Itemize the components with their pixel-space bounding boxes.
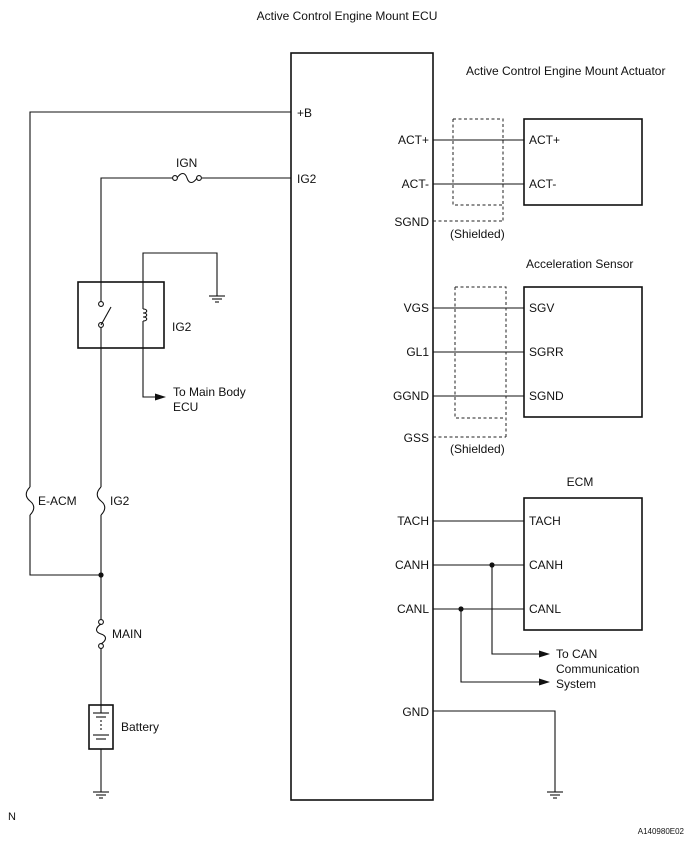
wire-plus-b [29, 111, 291, 487]
wire-can-branch-h [491, 565, 540, 655]
ecm-pin-canl: CANL [529, 602, 561, 616]
wire-e-acm-down [29, 515, 101, 576]
ecm-pin-tach: TACH [529, 514, 561, 528]
shield-actuator [452, 118, 504, 221]
figure-code: A140980E02 [638, 827, 685, 836]
to-main-body-label-2: ECU [173, 400, 198, 414]
shielded-label-2: (Shielded) [450, 442, 505, 456]
main-fuse-icon [95, 619, 107, 649]
wire-gnd [433, 710, 556, 792]
shield-sensor [454, 286, 507, 437]
ecu-box [290, 52, 434, 801]
ecu-ground-icon [547, 791, 563, 799]
ig2-relay-label: IG2 [172, 320, 192, 334]
ig2-fuse-icon [96, 486, 106, 516]
ecu-pin-tach: TACH [397, 514, 429, 528]
wire-can-branch-l [460, 609, 540, 683]
ecu-pin-ggnd: GGND [393, 389, 429, 403]
ign-fuse-icon [172, 172, 202, 184]
ecu-pin-gnd: GND [402, 705, 429, 719]
sensor-pin-sgrr: SGRR [529, 345, 564, 359]
sensor-pin-sgv: SGV [529, 301, 554, 315]
ecm-box [523, 497, 643, 631]
ecm-title: ECM [567, 475, 594, 489]
relay-ground-icon [209, 295, 225, 303]
battery-icon [93, 712, 109, 740]
to-can-label-1: To CAN [556, 647, 597, 661]
ecu-pin-act-plus: ACT+ [398, 133, 429, 147]
accel-sensor-title: Acceleration Sensor [526, 257, 633, 271]
junction-main [98, 572, 104, 578]
ig2-relay-box [77, 281, 165, 349]
to-can-label-3: System [556, 677, 596, 691]
e-acm-fuse-icon [25, 486, 35, 516]
actuator-pin-act-plus: ACT+ [529, 133, 560, 147]
ig2-fuse-label: IG2 [110, 494, 130, 508]
shielded-label-1: (Shielded) [450, 227, 505, 241]
to-main-body-label-1: To Main Body [173, 385, 246, 399]
actuator-box [523, 118, 643, 206]
wire-relay-coil-out [142, 321, 156, 398]
actuator-pin-act-minus: ACT- [529, 177, 556, 191]
battery-label: Battery [121, 720, 159, 734]
ecu-pin-canh: CANH [395, 558, 429, 572]
ecu-pin-act-minus: ACT- [402, 177, 429, 191]
ecu-pin-gl1: GL1 [406, 345, 429, 359]
relay-switch-icon [98, 301, 112, 328]
arrow-main-body [155, 393, 166, 401]
battery-ground-icon [93, 791, 109, 799]
relay-coil-icon [142, 308, 148, 322]
wire-ign-left [100, 177, 173, 293]
ecu-pin-gss: GSS [404, 431, 429, 445]
ecu-pin-vgs: VGS [404, 301, 429, 315]
ecu-title: Active Control Engine Mount ECU [257, 9, 438, 23]
sensor-pin-sgnd: SGND [529, 389, 564, 403]
ign-fuse-label: IGN [176, 156, 197, 170]
actuator-title: Active Control Engine Mount Actuator [466, 64, 665, 78]
corner-n-label: N [8, 811, 16, 823]
e-acm-fuse-label: E-ACM [38, 494, 77, 508]
wire-relay-coil-ground [142, 252, 218, 309]
arrow-can-h [539, 650, 550, 658]
main-fuse-label: MAIN [112, 627, 142, 641]
ecm-pin-canh: CANH [529, 558, 563, 572]
arrow-can-l [539, 678, 550, 686]
ecu-pin-plus-b: +B [297, 106, 312, 120]
ecu-pin-canl: CANL [397, 602, 429, 616]
to-can-label-2: Communication [556, 662, 639, 676]
ecu-pin-sgnd: SGND [394, 215, 429, 229]
ecu-pin-ig2: IG2 [297, 172, 317, 186]
